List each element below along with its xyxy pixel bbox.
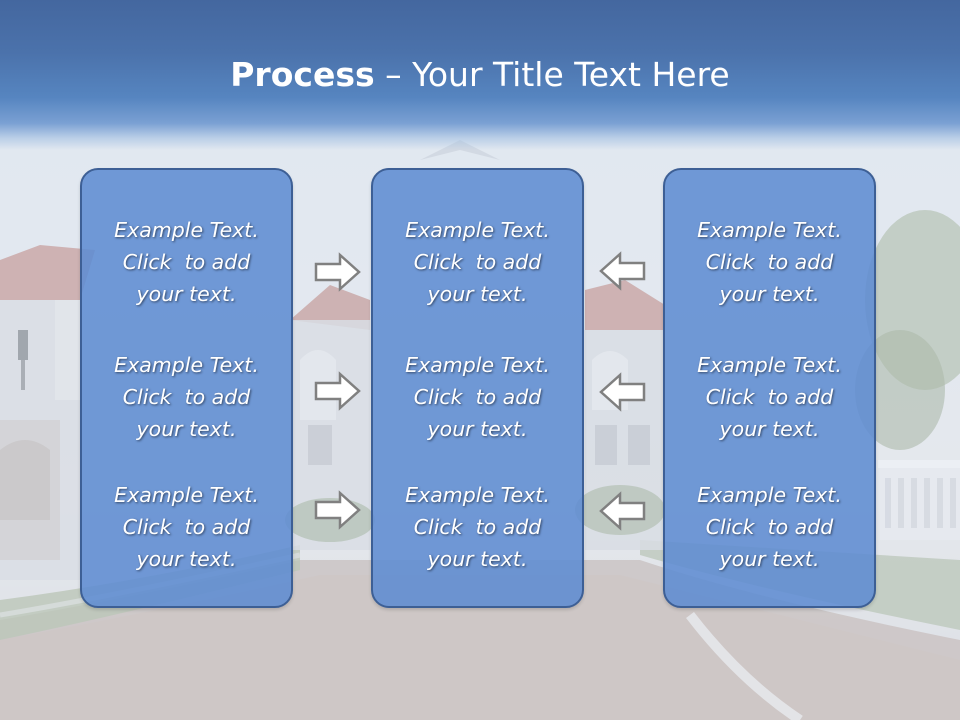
text-placeholder[interactable]: Example Text. Click to add your text. xyxy=(82,214,291,310)
text-line: your text. xyxy=(719,417,820,441)
text-line: your text. xyxy=(136,417,237,441)
title-rest: – Your Title Text Here xyxy=(374,55,730,94)
text-placeholder[interactable]: Example Text. Click to add your text. xyxy=(665,479,874,575)
text-line: Example Text. xyxy=(405,353,550,377)
text-line: your text. xyxy=(427,282,528,306)
text-line: Click to add xyxy=(413,385,542,409)
text-line: Example Text. xyxy=(114,483,259,507)
text-line: Example Text. xyxy=(405,483,550,507)
text-line: Example Text. xyxy=(114,353,259,377)
text-placeholder[interactable]: Example Text. Click to add your text. xyxy=(665,349,874,445)
text-line: Click to add xyxy=(122,515,251,539)
text-placeholder[interactable]: Example Text. Click to add your text. xyxy=(373,349,582,445)
arrow-left-icon[interactable] xyxy=(597,491,647,531)
process-box-right[interactable]: Example Text. Click to add your text. Ex… xyxy=(663,168,876,608)
text-line: your text. xyxy=(136,282,237,306)
arrow-right-icon[interactable] xyxy=(313,252,363,292)
arrow-right-icon[interactable] xyxy=(313,371,363,411)
text-placeholder[interactable]: Example Text. Click to add your text. xyxy=(373,214,582,310)
text-line: your text. xyxy=(427,547,528,571)
text-line: Click to add xyxy=(413,250,542,274)
text-line: Example Text. xyxy=(697,483,842,507)
arrow-right-icon[interactable] xyxy=(313,490,363,530)
text-line: Click to add xyxy=(705,385,834,409)
text-line: Example Text. xyxy=(405,218,550,242)
text-line: your text. xyxy=(719,547,820,571)
text-line: Click to add xyxy=(122,385,251,409)
text-line: Click to add xyxy=(705,250,834,274)
text-line: your text. xyxy=(719,282,820,306)
slide-title[interactable]: Process – Your Title Text Here xyxy=(0,52,960,98)
title-bold: Process xyxy=(230,55,375,94)
process-box-left[interactable]: Example Text. Click to add your text. Ex… xyxy=(80,168,293,608)
text-line: Example Text. xyxy=(697,218,842,242)
text-line: Example Text. xyxy=(697,353,842,377)
text-line: Click to add xyxy=(122,250,251,274)
title-band xyxy=(0,0,960,150)
text-line: your text. xyxy=(136,547,237,571)
process-box-center[interactable]: Example Text. Click to add your text. Ex… xyxy=(371,168,584,608)
text-placeholder[interactable]: Example Text. Click to add your text. xyxy=(82,479,291,575)
text-placeholder[interactable]: Example Text. Click to add your text. xyxy=(665,214,874,310)
text-line: Click to add xyxy=(413,515,542,539)
arrow-left-icon[interactable] xyxy=(597,372,647,412)
arrow-left-icon[interactable] xyxy=(597,251,647,291)
text-line: your text. xyxy=(427,417,528,441)
text-line: Example Text. xyxy=(114,218,259,242)
text-placeholder[interactable]: Example Text. Click to add your text. xyxy=(82,349,291,445)
text-line: Click to add xyxy=(705,515,834,539)
text-placeholder[interactable]: Example Text. Click to add your text. xyxy=(373,479,582,575)
